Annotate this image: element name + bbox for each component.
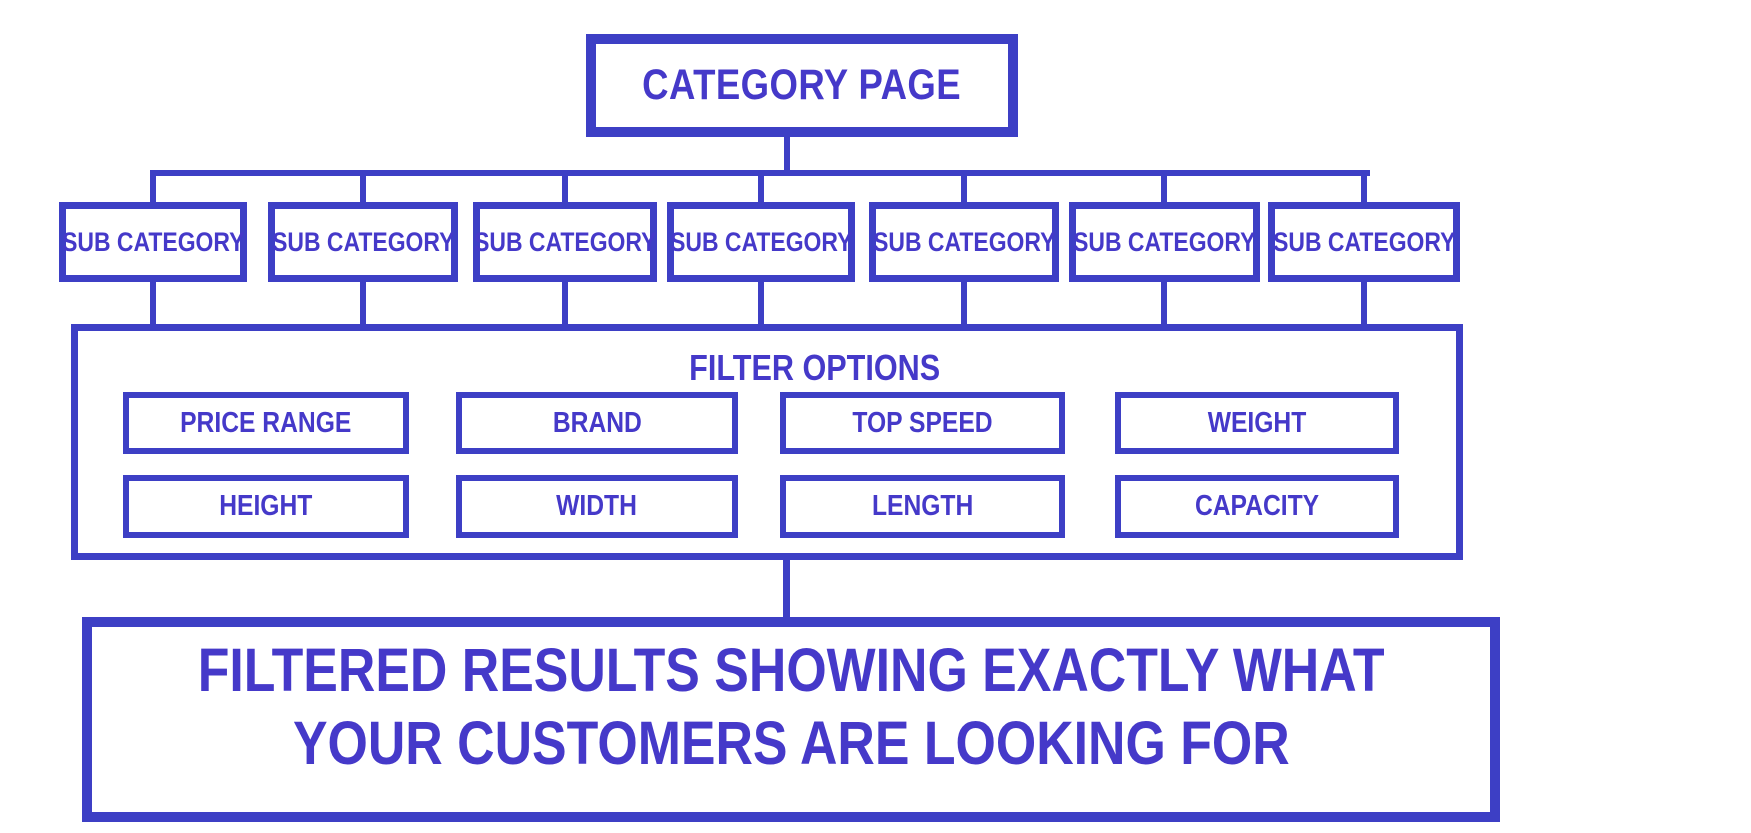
filter-label: LENGTH [871, 490, 974, 522]
sub-category-box-4: SUB CATEGORY [667, 202, 855, 282]
connector-stub-line [1361, 173, 1367, 204]
sub-category-label: SUB CATEGORY [473, 226, 657, 257]
filter-options-title: FILTER OPTIONS [689, 347, 941, 388]
connector-stub-line [758, 173, 764, 204]
connector-stub-line [961, 280, 967, 326]
connector-stub-line [360, 173, 366, 204]
sub-category-box-1: SUB CATEGORY [59, 202, 247, 282]
sub-category-label: SUB CATEGORY [61, 226, 245, 257]
connector-stub-line [961, 173, 967, 204]
filter-box-top-speed: TOP SPEED [780, 392, 1065, 454]
sub-category-box-3: SUB CATEGORY [473, 202, 657, 282]
filtered-results-text-line2: YOUR CUSTOMERS ARE LOOKING FOR [292, 708, 1290, 777]
filter-label: CAPACITY [1194, 490, 1320, 522]
filter-label: WIDTH [556, 490, 638, 522]
filter-box-price-range: PRICE RANGE [123, 392, 409, 454]
connector-stub-line [758, 280, 764, 326]
filter-label: WEIGHT [1207, 406, 1307, 439]
filtered-results-text-line1: FILTERED RESULTS SHOWING EXACTLY WHAT [197, 635, 1385, 704]
connector-stub-line [1161, 280, 1167, 326]
sub-category-label: SUB CATEGORY [872, 226, 1056, 257]
sub-category-box-6: SUB CATEGORY [1069, 202, 1260, 282]
sub-category-label: SUB CATEGORY [1073, 226, 1256, 257]
sub-category-label: SUB CATEGORY [1272, 226, 1456, 257]
sub-category-box-2: SUB CATEGORY [268, 202, 458, 282]
category-page-label: CATEGORY PAGE [642, 61, 962, 109]
connector-results-vertical-line [783, 556, 790, 618]
sub-category-box-7: SUB CATEGORY [1268, 202, 1460, 282]
filter-options-panel: FILTER OPTIONS PRICE RANGE BRAND TOP SPE… [71, 324, 1463, 560]
filter-label: BRAND [552, 406, 642, 439]
connector-stub-line [1361, 280, 1367, 326]
connector-stub-line [562, 280, 568, 326]
filter-label: PRICE RANGE [180, 406, 352, 439]
connector-stub-line [562, 173, 568, 204]
sub-category-label: SUB CATEGORY [271, 226, 455, 257]
filter-label: HEIGHT [219, 490, 313, 522]
connector-stub-line [150, 173, 156, 204]
filter-box-width: WIDTH [456, 475, 738, 538]
sub-category-label: SUB CATEGORY [669, 226, 853, 257]
filter-label: TOP SPEED [852, 406, 993, 439]
filter-box-brand: BRAND [456, 392, 738, 454]
filter-box-weight: WEIGHT [1115, 392, 1399, 454]
filter-box-length: LENGTH [780, 475, 1065, 538]
filter-box-capacity: CAPACITY [1115, 475, 1399, 538]
filtered-results-box: FILTERED RESULTS SHOWING EXACTLY WHAT YO… [82, 617, 1500, 822]
category-page-box: CATEGORY PAGE [586, 34, 1018, 137]
connector-root-vertical-line [784, 134, 790, 174]
sub-category-box-5: SUB CATEGORY [869, 202, 1059, 282]
connector-stub-line [150, 280, 156, 326]
connector-stub-line [360, 280, 366, 326]
connector-stub-line [1161, 173, 1167, 204]
filter-box-height: HEIGHT [123, 475, 409, 538]
